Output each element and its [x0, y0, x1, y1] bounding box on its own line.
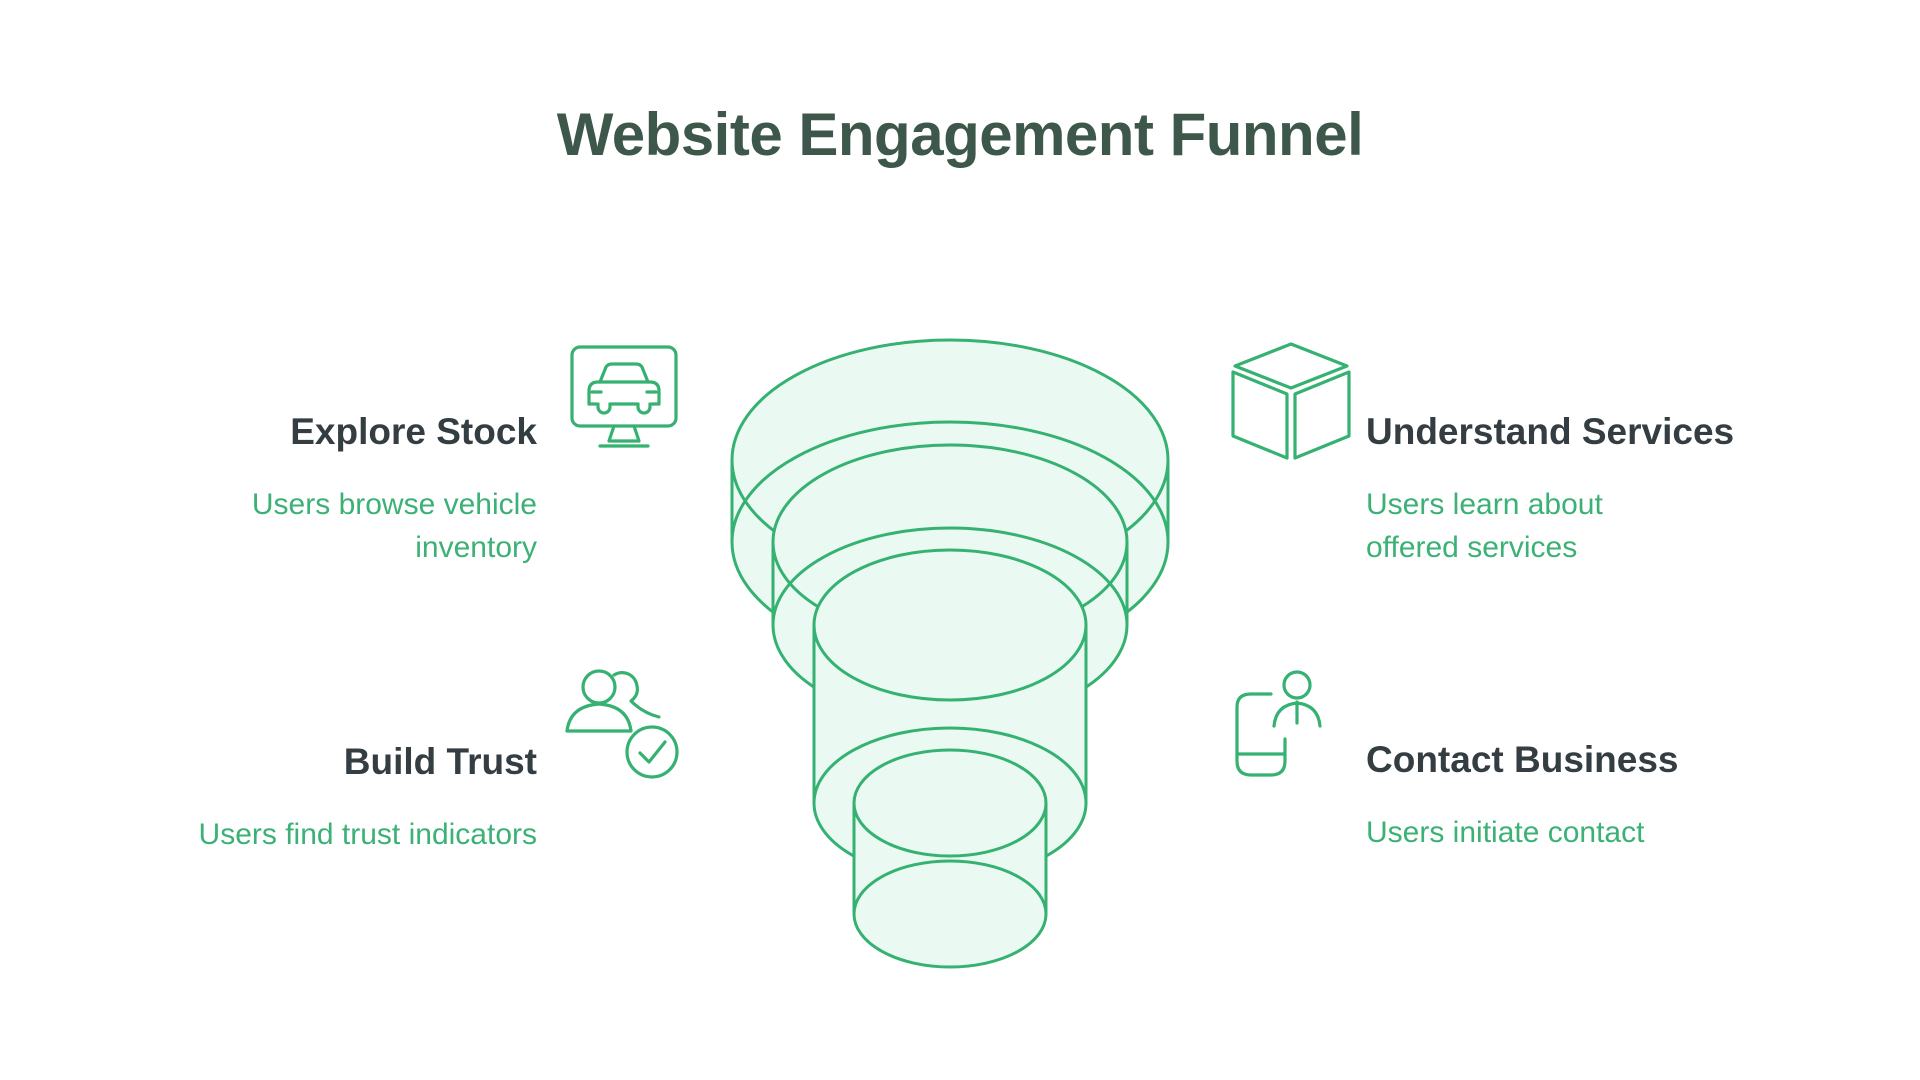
funnel-item-build-trust: Build Trust Users find trust indicators — [177, 740, 537, 856]
item-description: Users learn about offered services — [1366, 488, 1603, 564]
page-title: Website Engagement Funnel — [556, 101, 1364, 168]
cube-icon — [1231, 342, 1351, 460]
item-description: Users find trust indicators — [198, 818, 537, 851]
item-heading: Understand Services — [1366, 411, 1735, 452]
monitor-car-icon — [570, 345, 678, 448]
people-check-icon — [565, 669, 679, 779]
item-heading: Explore Stock — [290, 411, 537, 452]
funnel-item-contact-business: Contact Business Users initiate contact — [1366, 738, 1796, 854]
funnel-item-explore-stock: Explore Stock Users browse vehicle inven… — [177, 410, 537, 569]
funnel-level-4 — [852, 748, 1048, 969]
item-heading: Contact Business — [1366, 739, 1679, 780]
item-description: Users initiate contact — [1366, 816, 1645, 849]
funnel-item-understand-services: Understand Services Users learn about of… — [1366, 410, 1735, 569]
item-heading: Build Trust — [343, 741, 537, 782]
phone-person-icon — [1235, 670, 1322, 777]
item-description: Users browse vehicle inventory — [251, 488, 537, 564]
